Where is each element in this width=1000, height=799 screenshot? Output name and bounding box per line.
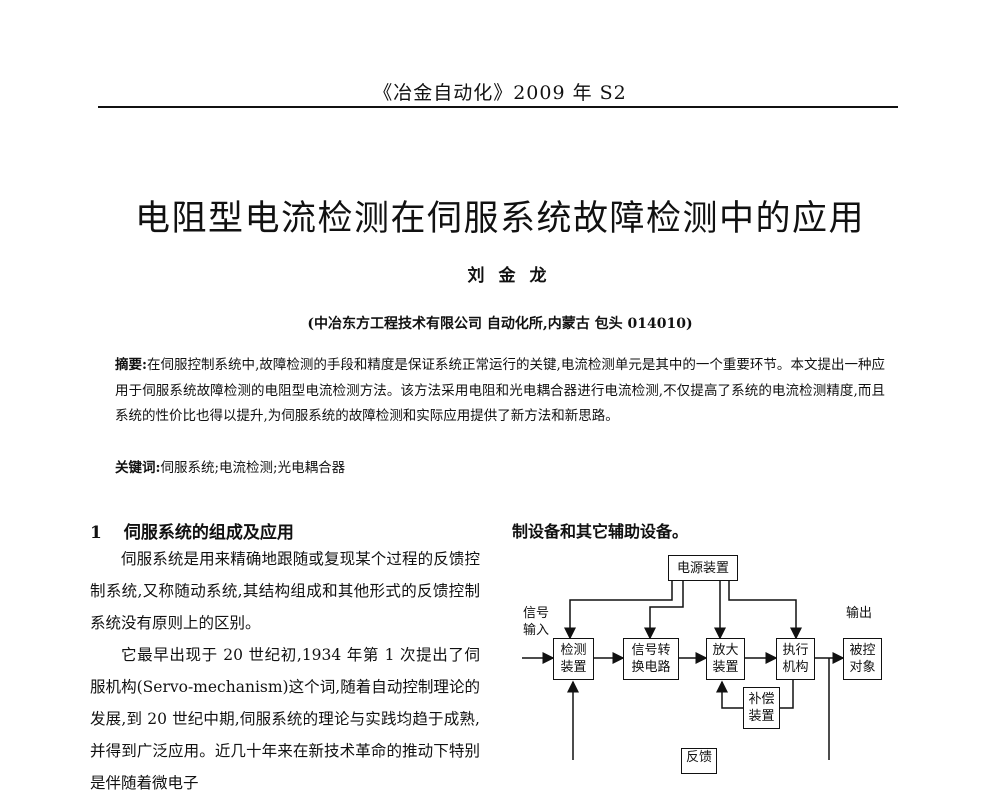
body-paragraph: 它最早出现于 20 世纪初,1934 年第 1 次提出了伺服机构(Servo-m… [90,646,480,792]
box-detection-device: 检测装置 [553,638,594,680]
abstract: 摘要:在伺服控制系统中,故障检测的手段和精度是保证系统正常运行的关键,电流检测单… [115,353,885,430]
box-label: 信号转换电路 [631,643,671,675]
box-label: 被控对象 [849,643,876,675]
output-label: 输出 [846,606,873,621]
box-label: 补偿装置 [748,692,775,724]
section-heading: 1 伺服系统的组成及应用 [90,518,294,543]
box-actuator: 执行机构 [776,638,815,680]
box-feedback: 反馈 [681,748,717,774]
box-amplifier: 放大装置 [706,638,745,680]
section-number: 1 [90,523,102,543]
box-controlled-object: 被控对象 [843,638,882,680]
section-title: 伺服系统的组成及应用 [123,523,294,543]
keywords: 关键词:伺服系统;电流检测;光电耦合器 [115,456,345,476]
box-compensation: 补偿装置 [743,687,780,729]
author-name: 刘金龙 [467,266,561,286]
body-right-continuation: 制设备和其它辅助设备。 [512,522,689,541]
article-title: 电阻型电流检测在伺服系统故障检测中的应用 [134,199,865,239]
diagram-connectors [522,580,845,760]
box-label: 反馈 [685,750,712,765]
box-signal-conversion: 信号转换电路 [623,638,679,680]
journal-header: 《冶金自动化》2009 年 S2 [373,82,627,104]
body-paragraph: 伺服系统是用来精确地跟随或复现某个过程的反馈控制系统,又称随动系统,其结构组成和… [90,550,480,632]
abstract-text: 在伺服控制系统中,故障检测的手段和精度是保证系统正常运行的关键,电流检测单元是其… [115,357,885,424]
header-rule [98,106,898,108]
box-label: 放大装置 [712,643,739,675]
abstract-label: 摘要: [115,357,147,373]
keywords-text: 伺服系统;电流检测;光电耦合器 [160,460,346,476]
body-left-column: 伺服系统是用来精确地跟随或复现某个过程的反馈控制系统,又称随动系统,其结构组成和… [90,543,480,799]
author-affiliation: (中冶东方工程技术有限公司 自动化所,内蒙古 包头 014010) [307,316,693,332]
servo-system-block-diagram: 电源装置 信号输入 输出 检测装置 信号转换电路 放大装置 执行机构 被控对象 … [500,545,900,774]
box-label: 电源装置 [676,560,729,576]
box-power-supply: 电源装置 [668,555,738,581]
box-label: 检测装置 [560,643,587,675]
box-label: 执行机构 [782,643,809,675]
keywords-label: 关键词: [115,460,161,476]
signal-input-label: 信号输入 [523,606,550,638]
